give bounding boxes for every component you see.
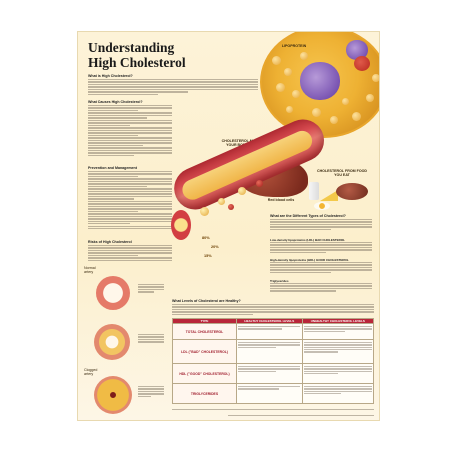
cholesterol-bead <box>272 56 281 65</box>
risks-text <box>88 245 172 262</box>
cholesterol-bead <box>372 74 379 82</box>
milk-glass-icon <box>309 182 319 200</box>
table-row-label: TOTAL CHOLESTEROL <box>172 323 237 340</box>
table-cell <box>301 383 375 404</box>
food-cholesterol-label: CHOLESTEROL FROM FOOD YOU EAT <box>316 169 368 177</box>
ldl-text <box>270 242 372 254</box>
ldl-heading: Low-density lipoproteins (LDL) BAD CHOLE… <box>270 238 345 242</box>
table-cell <box>301 323 375 340</box>
normal-artery-label: Normal artery <box>84 266 96 274</box>
footnote-text <box>172 409 374 411</box>
cholesterol-particle <box>200 207 209 216</box>
cholesterol-bead <box>330 116 338 124</box>
table-row: TRIGLYCERIDES <box>172 383 375 404</box>
cholesterol-bead <box>300 52 308 60</box>
what-is-text-cont <box>188 79 258 91</box>
table-cell <box>236 339 303 364</box>
lipoprotein-illustration <box>260 32 379 138</box>
clogged-artery-ring <box>94 376 132 414</box>
section-causes: What Causes High Cholesterol? <box>88 100 143 104</box>
triglycerides-heading: Triglycerides <box>270 279 289 283</box>
table-row-label: TRIGLYCERIDES <box>172 383 237 404</box>
table-cell <box>301 363 375 384</box>
artery-illustration <box>167 112 331 217</box>
cholesterol-bead <box>312 108 321 117</box>
table-row: TOTAL CHOLESTEROL <box>172 323 375 340</box>
table-cell <box>236 383 303 404</box>
hdl-heading: High-density lipoproteins (HDL) GOOD CHO… <box>270 258 349 262</box>
poster: Understanding High Cholesterol LIPOPROTE… <box>77 31 380 421</box>
table-cell <box>301 339 375 364</box>
percentage-label: 80% <box>202 236 210 240</box>
clogged-artery-label: Clogged artery <box>84 368 98 376</box>
table-row: HDL ("GOOD" CHOLESTEROL) <box>172 363 375 384</box>
section-types: What are the Different Types of Choleste… <box>270 214 346 218</box>
cholesterol-particle <box>238 187 246 195</box>
meat-icon <box>336 183 368 200</box>
prevention-text <box>88 171 172 231</box>
levels-intro-text <box>172 304 374 316</box>
table-header-unhealthy: UNHEALTHY CHOLESTEROL LEVELS <box>301 318 375 324</box>
section-prevention: Prevention and Management <box>88 166 137 170</box>
red-blood-cell <box>354 56 370 71</box>
lipoprotein-cell <box>346 40 368 60</box>
section-risks: Risks of High Cholesterol <box>88 240 132 244</box>
hdl-text <box>270 262 372 274</box>
lipoprotein-label: LIPOPROTEIN <box>281 44 307 48</box>
what-is-text <box>88 79 188 96</box>
artery-opening <box>171 210 191 240</box>
table-row: LDL ("BAD" CHOLESTEROL) <box>172 339 375 364</box>
red-blood-cells-label: Red blood cells <box>267 198 295 202</box>
table-cell <box>236 363 303 384</box>
cholesterol-particle <box>218 198 225 205</box>
section-levels: What Levels of Cholesterol are Healthy? <box>172 299 241 303</box>
table-cell <box>236 323 303 340</box>
cholesterol-levels-table: TYPE HEALTHY CHOLESTEROL LEVELS UNHEALTH… <box>172 318 375 404</box>
clogged-artery-caption <box>138 386 164 398</box>
blood-cell-particle <box>228 204 234 210</box>
cheese-icon <box>320 190 338 201</box>
publisher-credit <box>228 415 374 417</box>
table-row-label: LDL ("BAD" CHOLESTEROL) <box>172 339 237 364</box>
cholesterol-bead <box>352 112 361 121</box>
percentage-label: 15% <box>204 254 212 258</box>
percentage-label: 20% <box>211 245 219 249</box>
section-what-is: What is High Cholesterol? <box>88 74 133 78</box>
poster-title: Understanding High Cholesterol <box>88 40 238 70</box>
cholesterol-bead <box>292 90 300 98</box>
normal-artery-ring <box>96 276 130 310</box>
table-row-label: HDL ("GOOD" CHOLESTEROL) <box>172 363 237 384</box>
types-intro-text <box>270 219 372 231</box>
title-line-1: Understanding <box>88 40 175 55</box>
cholesterol-bead <box>276 83 285 92</box>
triglycerides-text <box>270 283 372 293</box>
lipoprotein-cell <box>300 62 340 100</box>
cholesterol-bead <box>284 68 292 76</box>
blood-cell-particle <box>256 180 263 187</box>
narrowing-artery-ring <box>94 324 130 360</box>
cholesterol-bead <box>342 98 349 105</box>
table-header-row: TYPE HEALTHY CHOLESTEROL LEVELS UNHEALTH… <box>172 318 375 324</box>
egg-icon <box>314 202 330 210</box>
narrowing-artery-caption <box>138 334 164 344</box>
causes-text <box>88 105 172 157</box>
cholesterol-bead <box>286 106 293 113</box>
table-header-healthy: HEALTHY CHOLESTEROL LEVELS <box>236 318 303 324</box>
normal-artery-caption <box>138 284 164 294</box>
title-line-2: High Cholesterol <box>88 55 186 70</box>
cholesterol-bead <box>366 94 374 102</box>
